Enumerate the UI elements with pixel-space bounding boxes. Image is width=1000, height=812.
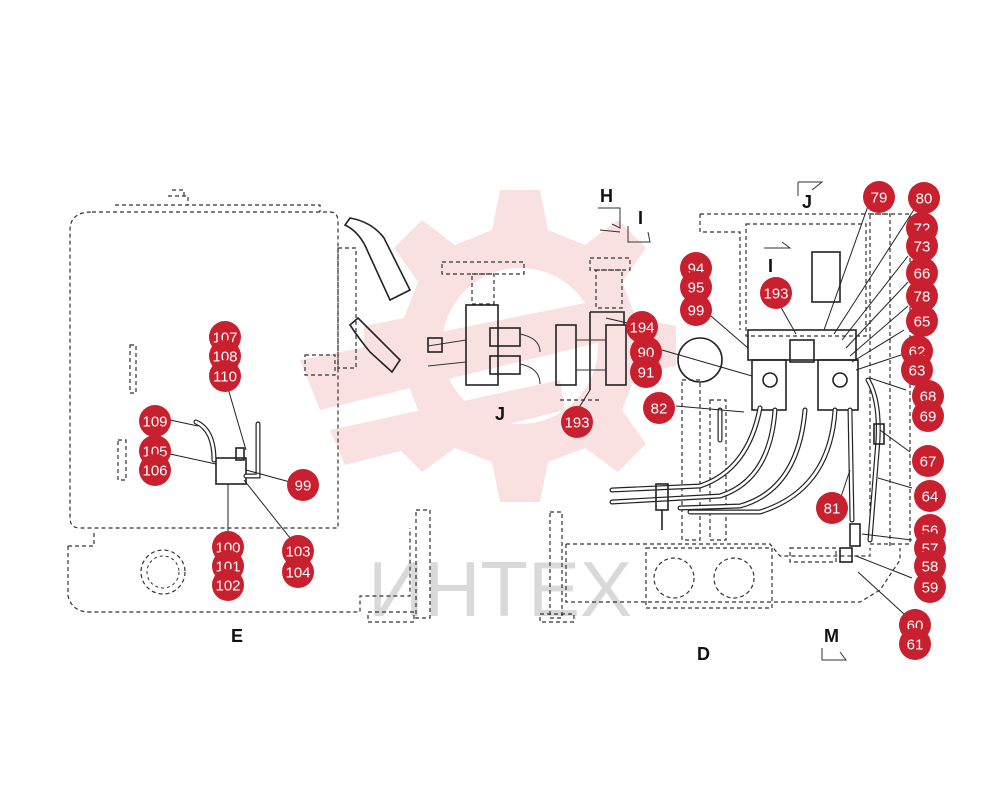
callout-80: 80 (908, 182, 940, 214)
callout-number: 106 (142, 463, 167, 480)
callout-194: 194 (626, 311, 658, 343)
callout-badge-icon (209, 360, 241, 392)
section-marker-m (821, 648, 847, 661)
callout-badge-icon (906, 230, 938, 262)
callout-badge-icon (906, 280, 938, 312)
tank-view-e (67, 189, 431, 623)
callout-badge-icon (901, 354, 933, 386)
callout-63: 63 (901, 354, 933, 386)
callout-number: 69 (920, 409, 937, 426)
callout-number: 66 (914, 266, 931, 283)
callout-69: 69 (912, 400, 944, 432)
callout-104: 104 (282, 556, 314, 588)
callout-number: 65 (914, 314, 931, 331)
callout-65: 65 (906, 305, 938, 337)
callout-badge-icon (282, 556, 314, 588)
callout-number: 110 (213, 369, 237, 386)
callout-59: 59 (914, 571, 946, 603)
callout-110: 110 (209, 360, 241, 392)
callout-badge-icon (630, 356, 662, 388)
callout-badge-icon (643, 392, 675, 424)
view-label-h: H (600, 186, 613, 206)
watermark-text: ИНТЕХ (368, 545, 632, 633)
callout-number: 99 (295, 478, 312, 495)
callout-106: 106 (139, 454, 171, 486)
callout-badge-icon (680, 294, 712, 326)
callout-193: 193 (561, 406, 593, 438)
callout-number: 79 (871, 190, 888, 207)
callout-number: 193 (564, 415, 589, 432)
view-label-j-detail: J (495, 404, 505, 424)
callout-layer: 1071081101091051069910010110210310419319… (139, 181, 946, 660)
callout-number: 102 (215, 578, 240, 595)
section-marker-j (797, 181, 824, 196)
callout-102: 102 (212, 569, 244, 601)
callout-number: 61 (907, 637, 924, 654)
callout-109: 109 (139, 405, 171, 437)
callout-badge-icon (626, 311, 658, 343)
view-label-d: D (697, 644, 710, 664)
callout-badge-icon (899, 628, 931, 660)
callout-badge-icon (139, 454, 171, 486)
callout-number: 81 (824, 501, 841, 518)
callout-number: 193 (763, 286, 788, 303)
callout-73: 73 (906, 230, 938, 262)
view-label-j: J (802, 192, 812, 212)
callout-number: 95 (688, 280, 705, 297)
callout-number: 104 (285, 565, 310, 582)
view-label-i: I (638, 208, 643, 228)
callout-number: 82 (651, 401, 668, 418)
callout-badge-icon (680, 271, 712, 303)
callout-badge-icon (908, 182, 940, 214)
callout-number: 109 (142, 414, 167, 431)
callout-badge-icon (561, 406, 593, 438)
callout-badge-icon (914, 480, 946, 512)
callout-64: 64 (914, 480, 946, 512)
section-marker-i (627, 226, 651, 243)
callout-badge-icon (760, 277, 792, 309)
callout-number: 59 (922, 580, 939, 597)
view-label-i2: I (768, 256, 773, 276)
callout-number: 80 (916, 191, 933, 208)
callout-badge-icon (912, 400, 944, 432)
view-label-e: E (231, 626, 243, 646)
callout-badge-icon (906, 257, 938, 289)
callout-badge-icon (287, 469, 319, 501)
detail-view-j (427, 257, 631, 401)
callout-193: 193 (760, 277, 792, 309)
callout-number: 194 (629, 320, 654, 337)
callout-82: 82 (643, 392, 675, 424)
view-label-m: M (824, 626, 839, 646)
callout-number: 91 (638, 365, 655, 382)
callout-badge-icon (139, 405, 171, 437)
callout-badge-icon (212, 569, 244, 601)
callout-number: 99 (688, 303, 705, 320)
callout-66: 66 (906, 257, 938, 289)
callout-number: 73 (914, 239, 931, 256)
callout-99: 99 (680, 294, 712, 326)
callout-badge-icon (914, 571, 946, 603)
callout-79: 79 (863, 181, 895, 213)
callout-number: 58 (922, 559, 939, 576)
callout-number: 67 (920, 454, 937, 471)
callout-99: 99 (287, 469, 319, 501)
callout-number: 78 (914, 289, 931, 306)
callout-67: 67 (912, 445, 944, 477)
callout-badge-icon (906, 305, 938, 337)
callout-95: 95 (680, 271, 712, 303)
callout-91: 91 (630, 356, 662, 388)
callout-number: 63 (909, 363, 926, 380)
callout-badge-icon (912, 445, 944, 477)
section-marker-h (598, 207, 621, 233)
callout-number: 64 (922, 489, 939, 506)
callout-number: 103 (285, 544, 310, 561)
callout-badge-icon (863, 181, 895, 213)
callout-badge-icon (816, 492, 848, 524)
callout-61: 61 (899, 628, 931, 660)
section-marker-i2 (764, 241, 792, 249)
callout-81: 81 (816, 492, 848, 524)
callout-number: 108 (212, 349, 237, 366)
callout-78: 78 (906, 280, 938, 312)
